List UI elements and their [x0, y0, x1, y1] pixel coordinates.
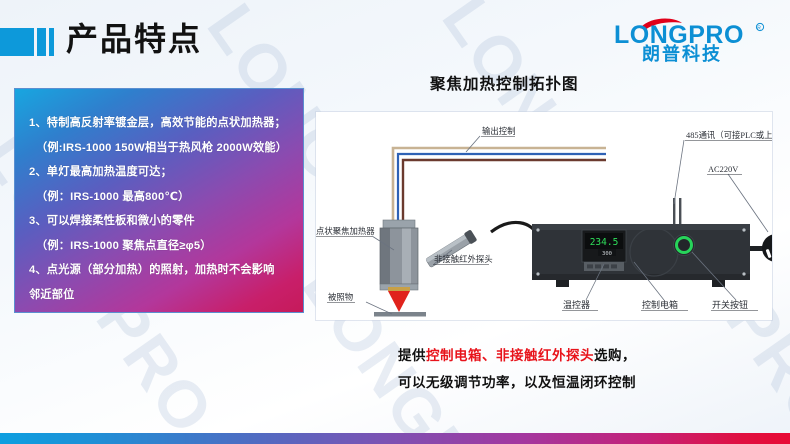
- svg-text:LONGPRO: LONGPRO: [614, 21, 744, 49]
- note-line-2: 可以无级调节功率，以及恒温闭环控制: [398, 375, 636, 390]
- topology-diagram: 234.5 300: [316, 112, 772, 320]
- label-ir-probe: 非接触红外探头: [434, 254, 493, 264]
- accent-bar-small: [49, 28, 54, 56]
- label-power-switch: 开关按钮: [712, 299, 748, 310]
- brand-logo: LONGPRO R 朗普科技: [612, 14, 774, 62]
- label-ac-power: AC220V: [708, 165, 738, 174]
- feature-line: 1、特制高反射率镀金层，高效节能的点状加热器；: [29, 117, 286, 129]
- feature-line: 3、可以焊接柔性板和微小的零件: [29, 215, 195, 227]
- note-line-1: 提供控制电箱、非接触红外探头选购，: [398, 342, 636, 369]
- label-spot-heater: 点状聚焦加热器: [316, 226, 375, 236]
- feature-line: （例:IRS-1000 150W相当于热风枪 2000W效能）: [36, 141, 288, 154]
- page-title: 产品特点: [66, 21, 203, 57]
- label-output-control: 输出控制: [482, 126, 516, 136]
- feature-line: （例：IRS-1000 最高800℃）: [36, 190, 190, 203]
- svg-text:朗普科技: 朗普科技: [642, 43, 722, 62]
- label-control-box: 控制电箱: [642, 299, 678, 310]
- bottom-note: 提供控制电箱、非接触红外探头选购， 可以无级调节功率，以及恒温闭环控制: [398, 342, 636, 396]
- feature-line: 2、单灯最高加热温度可达；: [29, 166, 173, 178]
- accent-bar-medium: [37, 28, 46, 56]
- label-rs485: 485通讯（可接PLC或上位机）: [686, 130, 772, 140]
- label-workpiece: 被照物: [328, 292, 353, 302]
- note-highlight: 控制电箱、非接触红外探头: [426, 348, 594, 363]
- feature-line: 邻近部位: [29, 288, 75, 301]
- header-accent-bars: [0, 28, 54, 56]
- svg-text:R: R: [757, 26, 761, 32]
- feature-line: 4、点光源（部分加热）的照射，加热时不会影响: [29, 264, 275, 276]
- note-prefix: 提供: [398, 348, 426, 363]
- feature-line: （例：IRS-1000 聚焦点直径≥φ5）: [36, 239, 212, 252]
- controller-sv-value: 300: [602, 251, 612, 257]
- feature-panel: 1、特制高反射率镀金层，高效节能的点状加热器； （例:IRS-1000 150W…: [14, 88, 304, 313]
- label-temp-controller: 温控器: [563, 299, 590, 310]
- note-suffix: 选购，: [594, 348, 636, 363]
- controller-pv-value: 234.5: [590, 237, 619, 248]
- diagram-title: 聚焦加热控制拓扑图: [430, 76, 579, 93]
- accent-bar-large: [0, 28, 34, 56]
- footer-gradient-bar: [0, 433, 790, 444]
